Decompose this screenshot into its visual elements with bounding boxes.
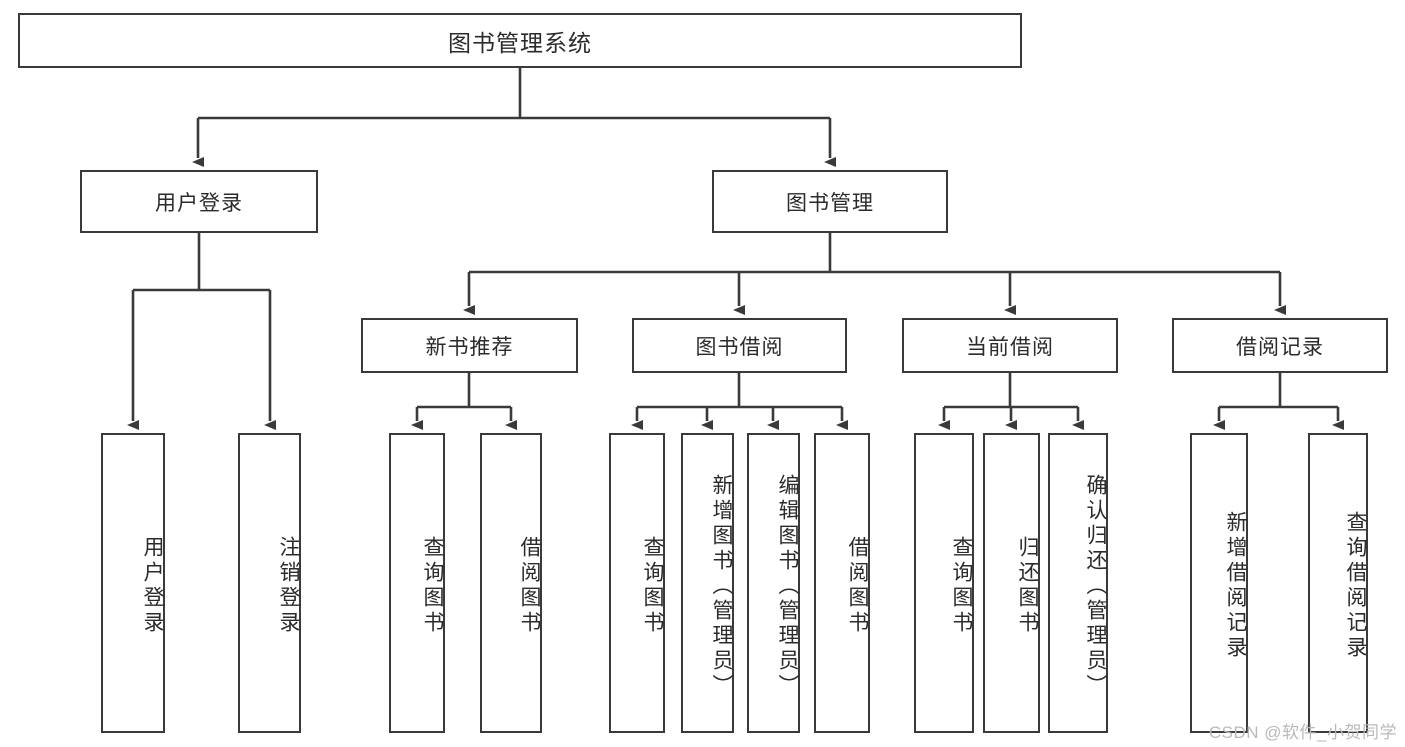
node-leaf-logout[interactable]: 注销登录 bbox=[238, 433, 301, 733]
node-leaf-add-book-label: 新增图书（管理员） bbox=[710, 473, 733, 699]
node-leaf-borrow-book-2[interactable]: 借阅图书 bbox=[814, 433, 870, 733]
node-leaf-query-record[interactable]: 查询借阅记录 bbox=[1308, 433, 1368, 733]
node-user-login-label: 用户登录 bbox=[155, 191, 243, 215]
node-leaf-query-record-label: 查询借阅记录 bbox=[1344, 511, 1367, 661]
node-leaf-edit-book-label: 编辑图书（管理员） bbox=[776, 473, 799, 699]
node-leaf-user-login[interactable]: 用户登录 bbox=[101, 433, 165, 733]
node-new-book-rec[interactable]: 新书推荐 bbox=[361, 318, 578, 373]
node-leaf-confirm-return[interactable]: 确认归还（管理员） bbox=[1048, 433, 1108, 733]
node-leaf-borrow-book-1-label: 借阅图书 bbox=[518, 536, 541, 636]
node-leaf-return-book-label: 归还图书 bbox=[1016, 536, 1039, 636]
node-book-manage[interactable]: 图书管理 bbox=[712, 170, 948, 233]
node-root-label: 图书管理系统 bbox=[448, 29, 592, 56]
node-new-book-rec-label: 新书推荐 bbox=[425, 335, 514, 359]
node-leaf-add-record[interactable]: 新增借阅记录 bbox=[1190, 433, 1248, 733]
node-book-borrow[interactable]: 图书借阅 bbox=[632, 318, 847, 373]
node-leaf-add-book[interactable]: 新增图书（管理员） bbox=[681, 433, 734, 733]
node-leaf-borrow-book-1[interactable]: 借阅图书 bbox=[480, 433, 542, 733]
node-leaf-user-login-label: 用户登录 bbox=[141, 536, 164, 636]
node-book-manage-label: 图书管理 bbox=[786, 191, 874, 215]
node-user-login[interactable]: 用户登录 bbox=[80, 170, 318, 233]
node-leaf-query-book-1-label: 查询图书 bbox=[421, 536, 444, 636]
node-leaf-borrow-book-2-label: 借阅图书 bbox=[846, 536, 869, 636]
node-book-borrow-label: 图书借阅 bbox=[695, 335, 784, 359]
node-leaf-query-book-1[interactable]: 查询图书 bbox=[389, 433, 445, 733]
node-leaf-logout-label: 注销登录 bbox=[277, 536, 300, 636]
node-leaf-add-record-label: 新增借阅记录 bbox=[1224, 511, 1247, 661]
node-root[interactable]: 图书管理系统 bbox=[18, 13, 1022, 68]
node-borrow-record[interactable]: 借阅记录 bbox=[1172, 318, 1388, 373]
node-leaf-query-book-3-label: 查询图书 bbox=[950, 536, 973, 636]
node-leaf-query-book-2-label: 查询图书 bbox=[641, 536, 664, 636]
node-leaf-confirm-return-label: 确认归还（管理员） bbox=[1084, 473, 1107, 699]
node-leaf-query-book-3[interactable]: 查询图书 bbox=[914, 433, 974, 733]
node-leaf-edit-book[interactable]: 编辑图书（管理员） bbox=[747, 433, 800, 733]
node-current-borrow-label: 当前借阅 bbox=[966, 335, 1054, 359]
watermark-text: CSDN @软件_小贺同学 bbox=[1208, 723, 1397, 742]
node-leaf-return-book[interactable]: 归还图书 bbox=[983, 433, 1040, 733]
node-leaf-query-book-2[interactable]: 查询图书 bbox=[609, 433, 665, 733]
node-current-borrow[interactable]: 当前借阅 bbox=[902, 318, 1118, 373]
node-borrow-record-label: 借阅记录 bbox=[1236, 335, 1324, 359]
